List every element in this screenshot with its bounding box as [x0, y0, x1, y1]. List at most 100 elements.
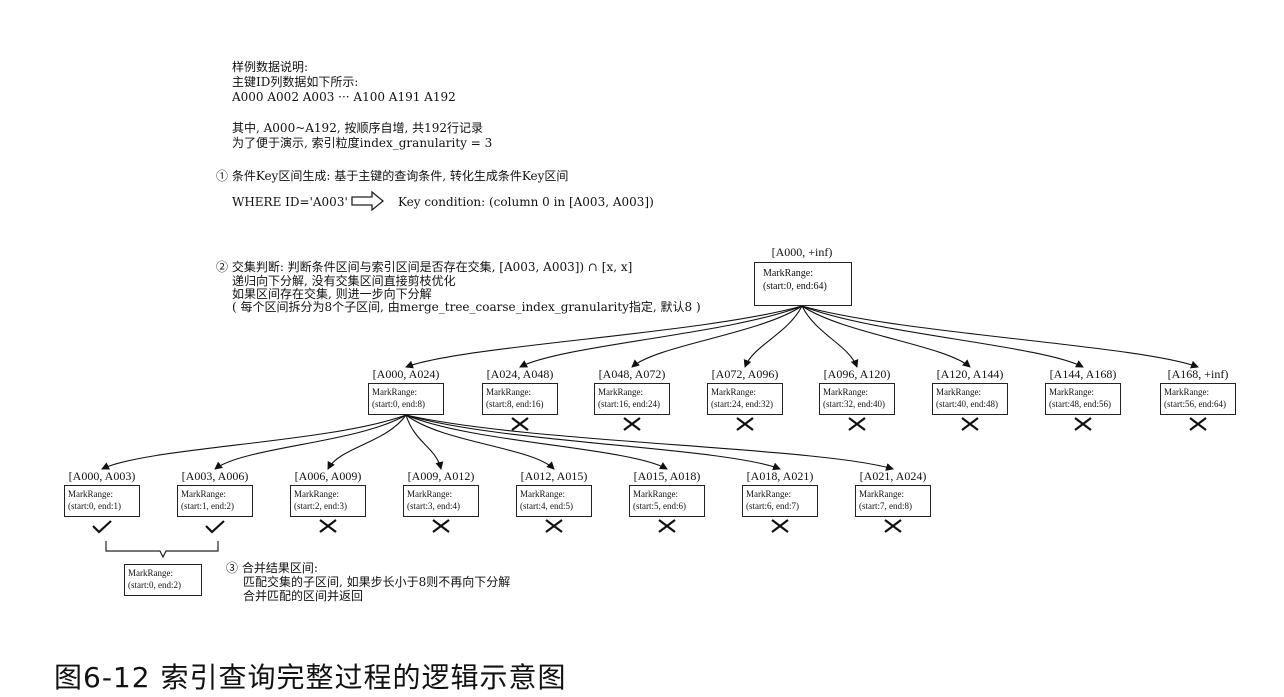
tree-edge: [743, 305, 803, 368]
step2-line-2: 递归向下分解, 没有交集区间直接剪枝优化: [232, 274, 456, 288]
mark-range-value: (start:3, end:4): [407, 501, 460, 511]
mark-range-label: MarkRange:: [520, 489, 565, 499]
step2-line-3: 如果区间存在交集, 则进一步向下分解: [232, 287, 432, 301]
mark-range-label: MarkRange:: [407, 489, 452, 499]
level2-range: [A006, A009): [294, 469, 362, 483]
pruned-cross-icon: [432, 519, 450, 533]
mark-range-value: (start:6, end:7): [746, 501, 799, 511]
mark-range-value: (start:4, end:5): [520, 501, 573, 511]
pruned-cross-icon: [319, 519, 337, 533]
mark-range-value: (start:1, end:2): [181, 501, 234, 511]
tree-edge: [801, 305, 1084, 368]
step2-line-1: ② 交集判断: 判断条件区间与索引区间是否存在交集, [A003, A003])…: [216, 260, 633, 274]
level2-range: [A012, A015): [520, 469, 588, 483]
level1-range: [A024, A048): [486, 367, 554, 381]
mark-range-label: MarkRange:: [294, 489, 339, 499]
mark-range-label: MarkRange:: [711, 387, 756, 397]
merge-bracket: [105, 541, 219, 559]
level1-range: [A072, A096): [711, 367, 779, 381]
level2-box: MarkRange:(start:2, end:3): [290, 485, 366, 517]
tree-edge: [214, 414, 407, 470]
level1-range: [A120, A144): [936, 367, 1004, 381]
where-clause: WHERE ID='A003': [232, 195, 348, 209]
level1-box: MarkRange: (start:48, end:56): [1045, 383, 1121, 415]
mark-range-value: (start:48, end:56): [1049, 399, 1111, 409]
match-check-icon: [92, 520, 112, 534]
tree-edge: [801, 305, 971, 368]
arrow-right-icon: [351, 190, 385, 212]
mark-range-value: (start:0, end:2): [128, 580, 181, 590]
pruned-cross-icon: [545, 519, 563, 533]
tree-edge: [101, 414, 407, 470]
tree-edge: [405, 414, 555, 470]
mark-range-value: (start:5, end:6): [633, 501, 686, 511]
level2-box: MarkRange: (start:3, end:4): [403, 485, 479, 517]
merged-result-box: MarkRange: (start:0, end:2): [124, 564, 202, 596]
key-condition: Key condition: (column 0 in [A003, A003]…: [398, 195, 654, 209]
match-check-icon: [205, 520, 225, 534]
mark-range-value: (start:0, end:8): [372, 399, 425, 409]
pruned-cross-icon: [961, 417, 979, 431]
tree-edge: [519, 305, 803, 368]
mark-range-value: (start:40, end:48): [936, 399, 998, 409]
level1-range: [A168, +inf): [1167, 367, 1229, 381]
step3-line-1: ③ 合并结果区间:: [226, 561, 318, 575]
level1-box: MarkRange: (start:16, end:24): [594, 383, 670, 415]
mark-range-value: (start:32, end:40): [823, 399, 885, 409]
level1-range: [A000, A024): [372, 367, 440, 381]
mark-range-label: MarkRange:: [1049, 387, 1094, 397]
pruned-cross-icon: [848, 417, 866, 431]
mark-range-label: MarkRange:: [763, 268, 813, 279]
mark-range-label: MarkRange:: [68, 489, 113, 499]
mark-range-value: (start:24, end:32): [711, 399, 773, 409]
level2-box: MarkRange: (start:5, end:6): [629, 485, 705, 517]
step3-line-3: 合并匹配的区间并返回: [243, 589, 364, 603]
level1-box: MarkRange: (start:0, end:8): [368, 383, 444, 415]
pruned-cross-icon: [771, 519, 789, 533]
mark-range-label: MarkRange:: [823, 387, 868, 397]
mark-range-value: (start:8, end:16): [486, 399, 544, 409]
pruned-cross-icon: [884, 519, 902, 533]
step1-title: ① 条件Key区间生成: 基于主键的查询条件, 转化生成条件Key区间: [216, 169, 569, 183]
tree-edge: [405, 305, 803, 369]
mark-range-label: MarkRange:: [181, 489, 226, 499]
level2-range: [A018, A021): [746, 469, 814, 483]
level2-box: MarkRange:(start:7, end:8): [855, 485, 931, 517]
mark-range-label: MarkRange:: [372, 387, 417, 397]
mark-range-label: MarkRange:: [598, 387, 643, 397]
intro-line-1: 样例数据说明:: [232, 60, 309, 74]
mark-range-label: MarkRange:: [936, 387, 981, 397]
tree-edge: [801, 305, 1199, 369]
mark-range-value: (start:16, end:24): [598, 399, 660, 409]
top-node-box: MarkRange: (start:0, end:64): [754, 262, 852, 306]
level2-box: MarkRange:(start:6, end:7): [742, 485, 818, 517]
mark-range-label: MarkRange:: [486, 387, 531, 397]
intro-line-4: 其中, A000~A192, 按顺序自增, 共192行记录: [232, 121, 483, 135]
step2-line-4: ( 每个区间拆分为8个子区间, 由merge_tree_coarse_index…: [232, 300, 701, 314]
intro-line-5: 为了便于演示, 索引粒度index_granularity = 3: [232, 136, 493, 150]
tree-edge: [405, 414, 444, 470]
pruned-cross-icon: [736, 417, 754, 431]
mark-range-label: MarkRange:: [633, 489, 678, 499]
tree-edge: [327, 414, 407, 470]
mark-range-label: MarkRange:: [128, 568, 173, 578]
level2-range: [A000, A003): [68, 469, 136, 483]
level2-range: [A015, A018): [633, 469, 701, 483]
tree-edge: [405, 414, 894, 471]
tree-edge: [405, 414, 668, 470]
level1-range: [A144, A168): [1049, 367, 1117, 381]
mark-range-value: (start:7, end:8): [859, 501, 912, 511]
mark-range-value: (start:56, end:64): [1164, 399, 1226, 409]
pruned-cross-icon: [623, 417, 641, 431]
top-node-range: [A000, +inf): [771, 245, 833, 259]
tree-edge: [801, 305, 859, 368]
pruned-cross-icon: [658, 519, 676, 533]
pruned-cross-icon: [511, 417, 529, 431]
level2-box: MarkRange: (start:1, end:2): [177, 485, 253, 517]
level2-box: MarkRange:(start:0, end:1): [64, 485, 140, 517]
level1-range: [A096, A120): [823, 367, 891, 381]
intro-line-2: 主键ID列数据如下所示:: [232, 75, 359, 89]
level1-box: MarkRange: (start:8, end:16): [482, 383, 558, 415]
level2-range: [A009, A012): [407, 469, 475, 483]
